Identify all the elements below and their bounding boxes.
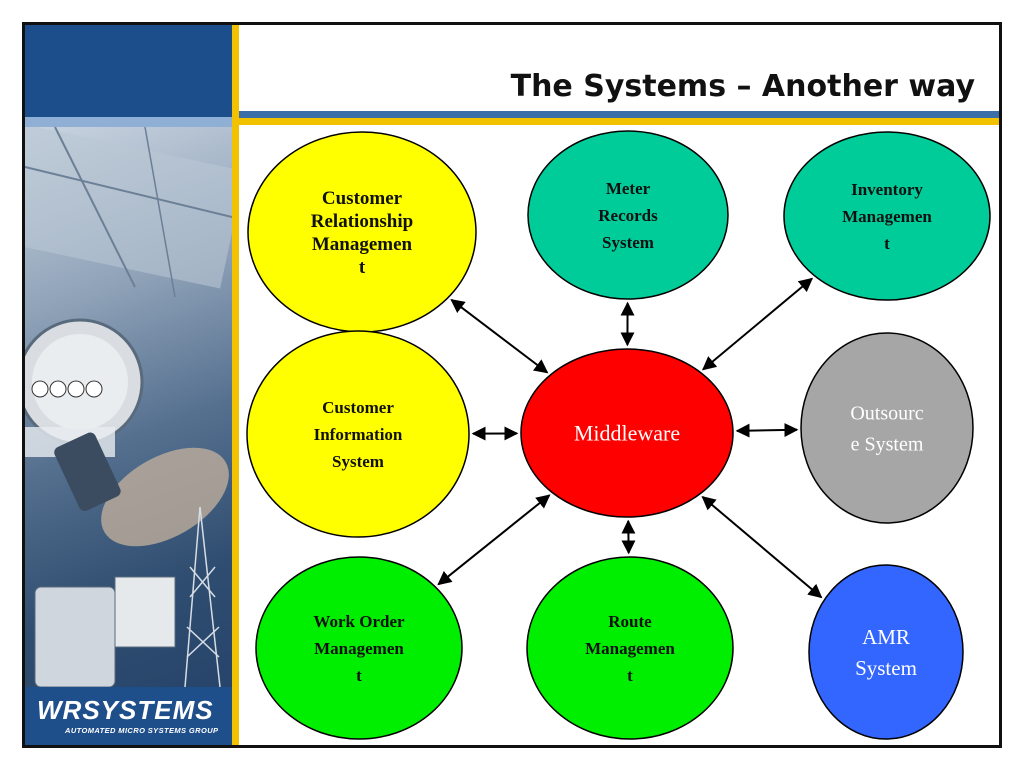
- title-underline-blue: [239, 111, 999, 118]
- node-label-work-order: Work Order: [313, 612, 405, 631]
- node-label-amr: AMR: [862, 625, 910, 649]
- sidebar: WRSYSTEMS AUTOMATED MICRO SYSTEMS GROUP: [25, 25, 232, 745]
- slide-title: The Systems – Another way: [510, 69, 975, 104]
- node-label-crm: Relationship: [311, 211, 413, 232]
- node-amr: AMR System: [808, 564, 964, 740]
- connector-middleware-crm: [450, 298, 549, 374]
- node-label-crm: Managemen: [312, 234, 413, 255]
- node-label-amr: System: [855, 656, 917, 680]
- logo-area: [25, 687, 232, 745]
- company-tagline: AUTOMATED MICRO SYSTEMS GROUP: [65, 726, 219, 735]
- node-label-route: Route: [608, 612, 652, 631]
- node-ellipse-work-order: [255, 556, 463, 740]
- node-label-cis: Information: [314, 425, 403, 444]
- utility-meter-photo: [25, 127, 232, 687]
- company-logo: WRSYSTEMS: [37, 695, 214, 725]
- node-label-meter-records: Records: [598, 206, 658, 225]
- node-ellipse-outsource: [800, 332, 974, 524]
- connector-middleware-work-order: [437, 494, 551, 586]
- node-label-inventory: Managemen: [842, 207, 932, 226]
- node-label-outsource: Outsourc: [850, 403, 923, 425]
- node-outsource: Outsourc e System: [800, 332, 974, 524]
- vertical-accent-bar: [232, 25, 239, 745]
- node-label-route: t: [627, 666, 633, 685]
- node-middleware: Middleware: [520, 348, 734, 518]
- title-underline-yellow: [239, 118, 999, 125]
- sidebar-header-block: [25, 25, 232, 117]
- node-ellipse-route: [526, 556, 734, 740]
- node-label-meter-records: Meter: [606, 179, 651, 198]
- node-ellipse-inventory: [783, 131, 991, 301]
- node-ellipse-meter-records: [527, 130, 729, 300]
- connector-middleware-inventory: [701, 277, 814, 371]
- node-label-work-order: t: [356, 666, 362, 685]
- node-label-cis: Customer: [322, 398, 394, 417]
- node-ellipse-amr: [808, 564, 964, 740]
- node-ellipse-middleware: [520, 348, 734, 518]
- node-label-outsource: e System: [851, 434, 924, 456]
- node-label-route: Managemen: [585, 639, 675, 658]
- connector-middleware-amr: [701, 495, 823, 599]
- sidebar-strip: [25, 117, 232, 127]
- node-label-crm: t: [359, 257, 366, 278]
- connector-middleware-outsource: [735, 422, 799, 438]
- node-label-middleware: Middleware: [574, 421, 680, 446]
- node-label-cis: System: [332, 452, 384, 471]
- node-label-inventory: Inventory: [851, 180, 923, 199]
- node-label-work-order: Managemen: [314, 639, 404, 658]
- node-ellipse-cis: [246, 330, 470, 538]
- node-label-meter-records: System: [602, 233, 654, 252]
- node-label-crm: Customer: [322, 188, 403, 209]
- node-label-inventory: t: [884, 234, 890, 253]
